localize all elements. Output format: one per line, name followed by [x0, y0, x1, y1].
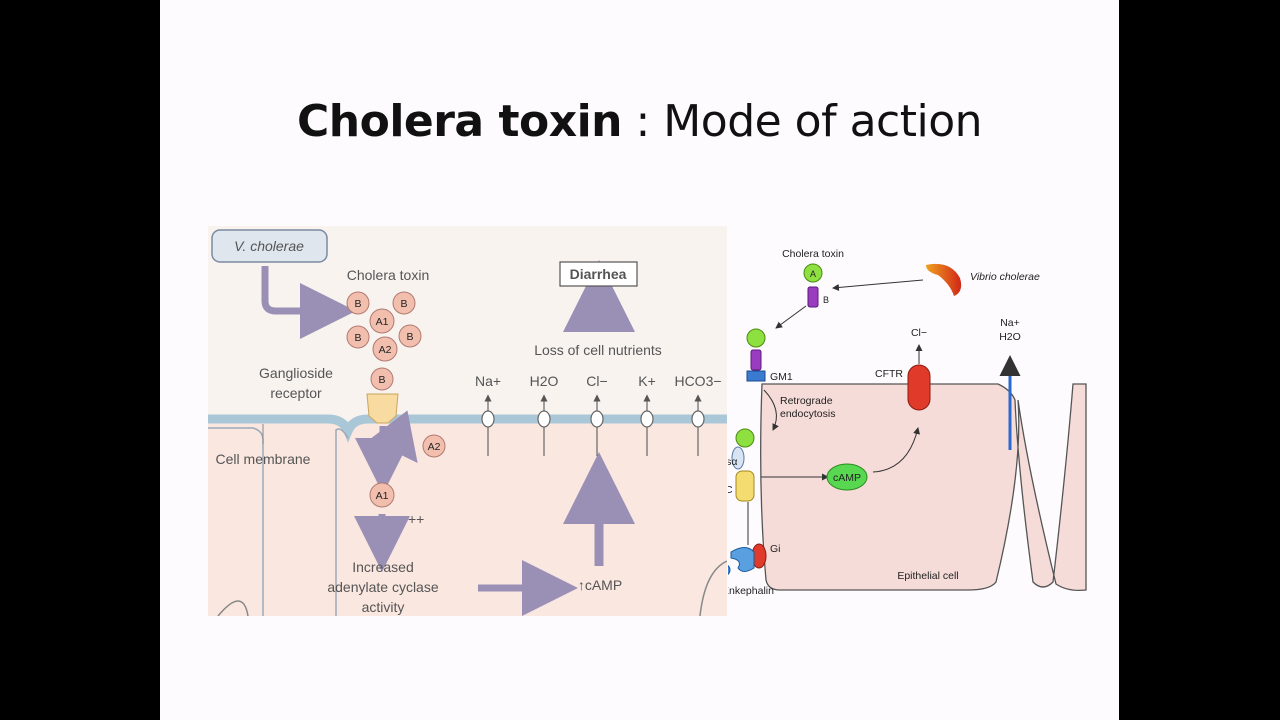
slide: Cholera toxin : Mode of action V. choler… — [160, 0, 1119, 720]
receptor-label-1: Ganglioside — [259, 365, 333, 381]
ion-label: H2O — [530, 373, 559, 389]
subunit-a1-free: A1 — [376, 490, 389, 502]
a2-release-arrow — [369, 410, 418, 464]
endocytosis-arrow — [763, 389, 779, 431]
organism-box — [211, 229, 328, 263]
opioid-receptor — [730, 547, 755, 572]
subunit-b: B — [400, 298, 407, 310]
na-label: Na+ — [1000, 317, 1020, 329]
subunit-a2: A2 — [379, 344, 392, 356]
rsubunit-a: A — [810, 269, 816, 279]
camp-node — [826, 463, 868, 491]
endocytosis-label-2: endocytosis — [780, 408, 835, 420]
toxin-release-arrow — [261, 266, 356, 339]
gsa-protein — [731, 446, 745, 470]
toxin-binding-arrow — [775, 305, 807, 329]
ac-label: AC — [728, 484, 733, 496]
toxin-label: Cholera toxin — [347, 267, 430, 283]
enzyme-label-3: activity — [362, 599, 405, 615]
camp-label: ↑cAMP — [578, 577, 622, 593]
title-rest: : Mode of action — [635, 96, 983, 147]
subunit-a-circle — [803, 263, 823, 283]
cl-label: Cl− — [911, 327, 927, 339]
rsubunit-b: B — [823, 295, 829, 305]
toxin-secretion-arrow — [832, 279, 924, 291]
outcome-label: Diarrhea — [570, 266, 627, 282]
cftr-label: CFTR — [875, 368, 903, 380]
subunit-a1: A1 — [376, 316, 389, 328]
subunit-b: B — [378, 374, 385, 386]
h2o-label: H2O — [999, 331, 1021, 343]
enkephalin-label: Enkephalin — [728, 585, 774, 597]
membrane-label: Cell membrane — [216, 451, 311, 467]
epithelial-cell — [760, 383, 1087, 592]
receptor-label-2: receptor — [270, 385, 322, 401]
subunit-b: B — [354, 298, 361, 310]
enkephalin-molecule — [728, 564, 731, 576]
ion-label: Na+ — [475, 373, 501, 389]
outcome-box — [559, 261, 638, 287]
enzyme-label-1: Increased — [352, 559, 413, 575]
ion-label: Cl− — [586, 373, 607, 389]
adenylate-cyclase — [735, 470, 755, 502]
cell-membrane — [208, 414, 727, 443]
vibrio-icon — [926, 263, 962, 296]
subunit-b-shape — [807, 286, 819, 308]
gsa-label: Gsα — [728, 456, 738, 468]
epithelial-label: Epithelial cell — [897, 570, 958, 582]
ion-label: HCO3− — [674, 373, 721, 389]
subunit-a2-free: A2 — [428, 441, 441, 453]
gi-label: Gi — [770, 543, 781, 555]
loss-label: Loss of cell nutrients — [534, 342, 662, 358]
enzyme-label-2: adenylate cyclase — [327, 579, 439, 595]
endocytosis-label-1: Retrograde — [780, 395, 833, 407]
slide-title: Cholera toxin : Mode of action — [160, 96, 1119, 147]
vibrio-label: Vibrio cholerae — [970, 271, 1040, 283]
cftr-channel — [907, 364, 931, 411]
rcamp-label: cAMP — [833, 472, 861, 484]
gm1-label: GM1 — [770, 371, 793, 383]
ganglioside-receptor — [366, 393, 399, 424]
title-bold: Cholera toxin — [296, 96, 623, 147]
subunit-b: B — [406, 331, 413, 343]
right-diagram: Epithelial cell Cholera toxin A B Vibrio… — [728, 248, 1087, 597]
ion-label: K+ — [638, 373, 656, 389]
subunit-b: B — [354, 332, 361, 344]
camp-cftr-arrow — [872, 427, 921, 473]
rtoxin-label: Cholera toxin — [782, 248, 844, 260]
left-diagram: V. cholerae Cholera toxin B B B B A1 A2 … — [208, 226, 727, 616]
organism-label: V. cholerae — [234, 238, 304, 254]
plus-signs: ++ — [408, 511, 424, 527]
gm1-receptor — [746, 370, 766, 382]
